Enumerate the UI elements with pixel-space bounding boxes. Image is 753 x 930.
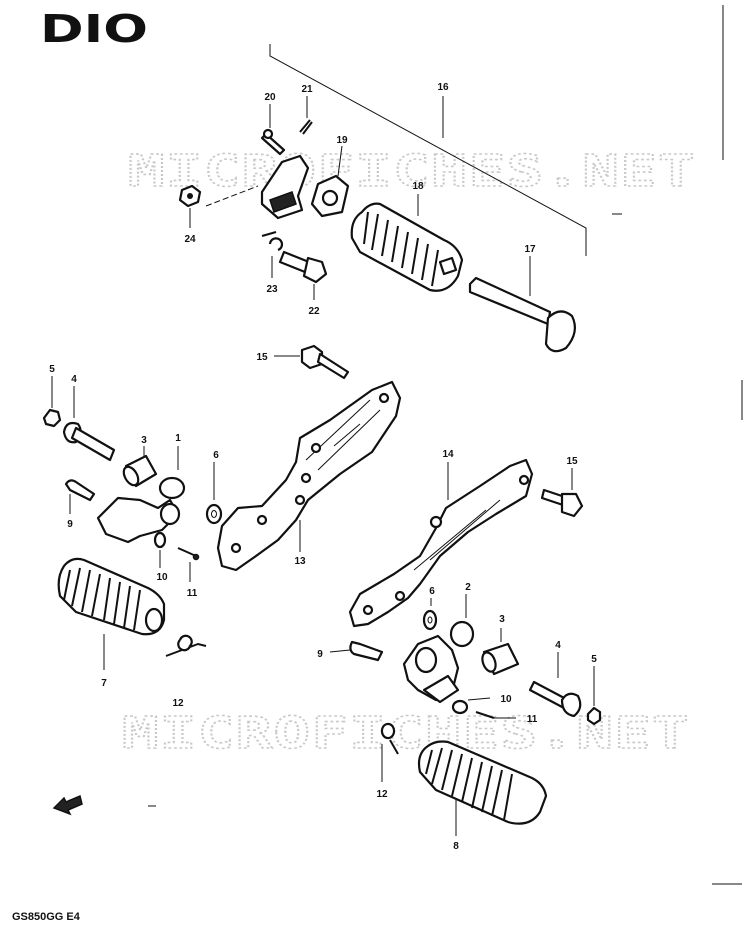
- watermark-bottom: MICROFICHES.NET: [122, 708, 690, 759]
- clip-23: [261, 230, 284, 278]
- callout-9-left: 9: [67, 519, 73, 530]
- bolt-4-left: [62, 386, 116, 462]
- bolt-15-right: [540, 468, 584, 518]
- callout-11-left: 11: [187, 588, 198, 599]
- callout-labels: 1 2 3 3 4 4 5 5 6 6 7 8 9 9 10 10 11 11 …: [49, 82, 597, 852]
- footpeg-rubber-8: [417, 740, 548, 836]
- callout-15-right: 15: [566, 456, 578, 467]
- callout-6-left: 6: [213, 450, 219, 461]
- callout-4-right: 4: [555, 640, 561, 651]
- callout-7: 7: [101, 678, 107, 689]
- spring-12-right: [380, 722, 399, 782]
- cotter-11-right: [475, 711, 516, 719]
- peg-bracket-left: [96, 496, 181, 544]
- group-bracket-16: [269, 44, 587, 256]
- collar-3-right: [481, 628, 520, 676]
- callout-3-left: 3: [141, 435, 147, 446]
- plate-19: [310, 145, 350, 218]
- callout-5-left: 5: [49, 364, 55, 375]
- callout-5-right: 5: [591, 654, 597, 665]
- callout-24: 24: [184, 234, 196, 245]
- nut-5-left: [42, 376, 62, 428]
- bracket-plate-14: [348, 458, 534, 628]
- callout-13: 13: [294, 556, 306, 567]
- spring-12-left: [165, 634, 207, 657]
- callout-8: 8: [453, 841, 459, 852]
- nut-5-right: [586, 666, 602, 726]
- footpeg-rubber-7: [57, 557, 166, 670]
- cotter-pin-21: [299, 96, 313, 135]
- callout-15-upper: 15: [256, 352, 268, 363]
- callout-12-left: 12: [172, 698, 184, 709]
- washer-10-left: [153, 531, 167, 568]
- pivot-1-left: [158, 446, 186, 500]
- callout-21: 21: [301, 84, 313, 95]
- front-arrow-icon: [52, 794, 83, 816]
- callout-10-right: 10: [500, 694, 512, 705]
- pivot-2-right: [449, 594, 475, 648]
- callout-1: 1: [175, 433, 181, 444]
- callout-22: 22: [308, 306, 320, 317]
- peg-bracket-right: [402, 634, 460, 704]
- callout-3-right: 3: [499, 614, 505, 625]
- washer-6-right: [422, 598, 438, 631]
- bolt-15-upper: [274, 344, 350, 380]
- callout-18: 18: [412, 181, 424, 192]
- callout-16: 16: [437, 82, 449, 93]
- nut-24: [178, 184, 202, 228]
- callout-17: 17: [524, 244, 536, 255]
- bracket: [205, 154, 310, 220]
- model-code: GS850GG E4: [12, 911, 81, 923]
- callout-12-right: 12: [376, 789, 388, 800]
- washer-6-left: [205, 462, 223, 525]
- pin-20: [260, 104, 286, 156]
- callout-14: 14: [442, 449, 454, 460]
- page-title: DIO: [40, 7, 148, 51]
- pin-9-left: [64, 479, 96, 514]
- callout-6-right: 6: [429, 586, 435, 597]
- bracket-plate-13: [216, 380, 402, 572]
- cotter-11-left: [177, 547, 200, 582]
- peg-shaft-17: [468, 256, 577, 353]
- callout-2: 2: [465, 582, 471, 593]
- callout-9-right: 9: [317, 649, 323, 660]
- watermark-top: MICROFICHES.NET: [128, 146, 696, 197]
- pin-9-right: [329, 640, 384, 662]
- bolt-22: [278, 250, 328, 300]
- footpeg-rubber-18: [350, 194, 464, 292]
- bolt-4-right: [528, 652, 582, 718]
- collar-3-left: [122, 446, 158, 488]
- callout-4-left: 4: [71, 374, 77, 385]
- callout-19: 19: [336, 135, 348, 146]
- callout-11-right: 11: [527, 714, 538, 725]
- washer-10-right: [451, 697, 491, 715]
- callout-10-left: 10: [156, 572, 168, 583]
- callout-20: 20: [264, 92, 276, 103]
- callout-23: 23: [266, 284, 278, 295]
